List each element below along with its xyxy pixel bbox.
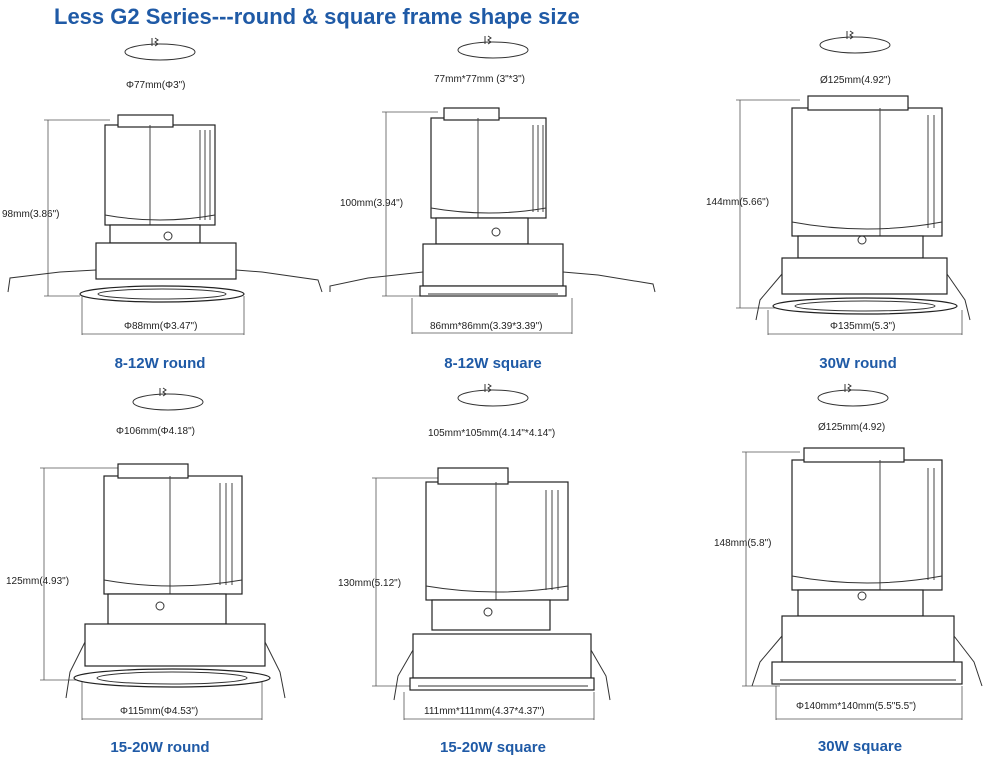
product-caption: 30W round bbox=[819, 355, 897, 372]
cutout-icon bbox=[457, 383, 529, 407]
top-dimension: Φ77mm(Φ3") bbox=[126, 80, 186, 91]
downlight-drawing bbox=[40, 387, 286, 720]
top-dimension: Ø125mm(4.92") bbox=[820, 75, 891, 86]
height-dimension: 125mm(4.93") bbox=[6, 576, 70, 587]
height-dimension: 98mm(3.86") bbox=[2, 209, 60, 220]
page-title: Less G2 Series---round & square frame sh… bbox=[54, 4, 580, 29]
bottom-dimension: Φ135mm(5.3") bbox=[830, 321, 896, 332]
cutout-icon bbox=[124, 37, 196, 61]
cutout-icon bbox=[132, 387, 204, 411]
top-dimension: 105mm*105mm(4.14"*4.14") bbox=[428, 428, 556, 439]
bottom-dimension: Φ115mm(Φ4.53") bbox=[120, 706, 199, 717]
downlight-drawing bbox=[372, 383, 611, 720]
top-dimension: 77mm*77mm (3"*3") bbox=[434, 74, 526, 85]
bottom-dimension: Φ88mm(Φ3.47") bbox=[124, 321, 198, 332]
cutout-icon bbox=[819, 30, 891, 54]
top-dimension: Φ106mm(Φ4.18") bbox=[116, 426, 195, 437]
product-caption: 15-20W round bbox=[110, 739, 210, 756]
height-dimension: 100mm(3.94") bbox=[340, 198, 404, 209]
cutout-icon bbox=[817, 383, 889, 407]
product-caption: 30W square bbox=[817, 738, 903, 755]
downlight-drawing bbox=[742, 383, 983, 720]
product-caption: 15-20W square bbox=[440, 739, 546, 756]
bottom-dimension: Φ140mm*140mm(5.5"5.5") bbox=[796, 701, 917, 712]
downlight-drawing bbox=[736, 30, 971, 335]
downlight-drawing bbox=[329, 35, 656, 334]
height-dimension: 144mm(5.66") bbox=[706, 197, 770, 208]
product-caption: 8-12W square bbox=[444, 355, 542, 372]
downlight-drawing bbox=[7, 37, 323, 335]
product-caption: 8-12W round bbox=[114, 355, 206, 372]
bottom-dimension: 111mm*111mm(4.37*4.37") bbox=[424, 706, 545, 717]
cutout-icon bbox=[457, 35, 529, 59]
top-dimension: Ø125mm(4.92) bbox=[818, 422, 886, 433]
height-dimension: 148mm(5.8") bbox=[714, 538, 772, 549]
bottom-dimension: 86mm*86mm(3.39*3.39") bbox=[430, 321, 543, 332]
height-dimension: 130mm(5.12") bbox=[338, 578, 402, 589]
